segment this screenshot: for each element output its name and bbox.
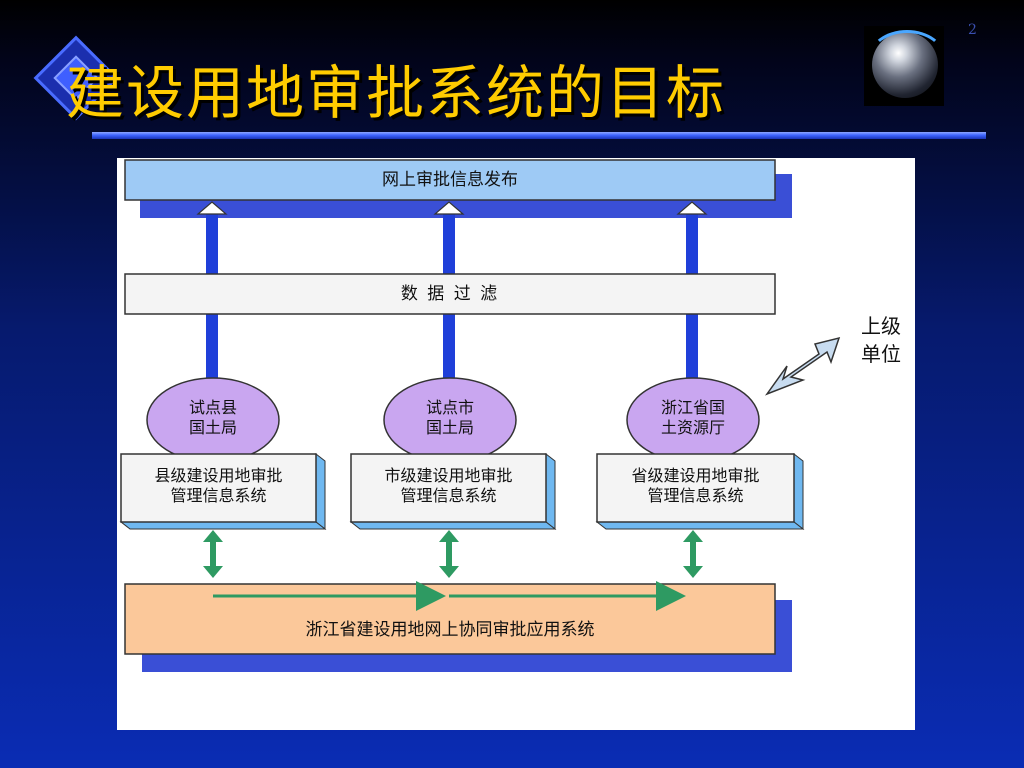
green-double-arrow-1 — [203, 530, 223, 578]
superior-unit-label: 上级 单位 — [861, 314, 901, 366]
superior-double-arrow-icon — [764, 336, 841, 396]
filter-bar-label: 数 据 过 滤 — [400, 284, 500, 304]
slide-title: 建设用地审批系统的目标 — [66, 59, 727, 127]
top-bar — [124, 159, 776, 201]
green-double-arrow-3 — [683, 530, 703, 578]
diagram-panel: 网上审批信息发布 数 据 过 滤 上级 单位 试点县 国土局 试点市 国土局 浙… — [117, 158, 915, 730]
system-box-city-label: 市级建设用地审批 管理信息系统 — [384, 466, 513, 505]
upward-arrow-1 — [196, 201, 228, 386]
sphere-ring-icon — [868, 30, 946, 88]
diagram-graphics — [119, 159, 841, 672]
bottom-bar-label: 浙江省建设用地网上协同审批应用系统 — [305, 620, 595, 640]
system-box-county-label: 县级建设用地审批 管理信息系统 — [154, 466, 283, 505]
ellipse-city-label: 试点市 国土局 — [425, 398, 474, 437]
ellipse-province-label: 浙江省国 土资源厅 — [660, 398, 725, 437]
green-double-arrow-2 — [439, 530, 459, 578]
title-underline — [92, 132, 986, 139]
system-box-province — [595, 452, 805, 531]
top-bar-label: 网上审批信息发布 — [382, 170, 518, 190]
slide-number: 2 — [968, 22, 977, 38]
upward-arrow-3 — [676, 201, 708, 386]
system-box-city — [349, 452, 557, 531]
system-box-county — [119, 452, 327, 531]
upward-arrow-2 — [433, 201, 465, 386]
filter-bar — [124, 273, 776, 315]
system-box-province-label: 省级建设用地审批 管理信息系统 — [631, 466, 760, 505]
ellipse-county-label: 试点县 国土局 — [188, 398, 237, 437]
